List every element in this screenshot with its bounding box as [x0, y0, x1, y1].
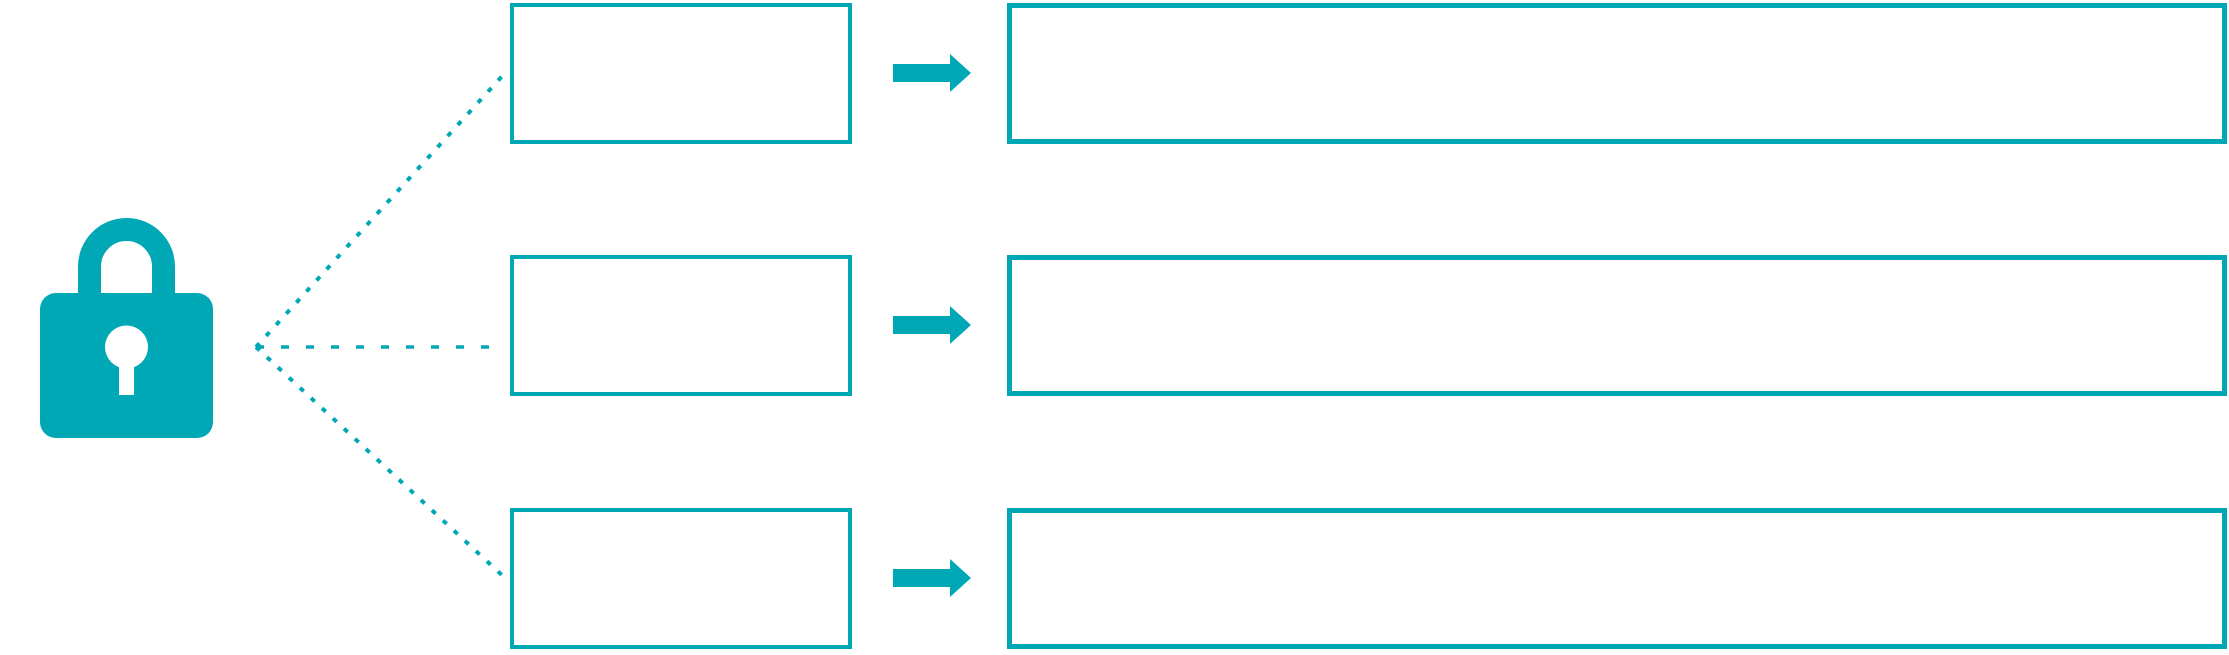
connector-line-top — [254, 71, 507, 349]
definition-box-1 — [1007, 3, 2227, 144]
padlock-icon — [40, 218, 213, 438]
keyhole — [105, 325, 148, 369]
term-box-3 — [510, 508, 852, 649]
right-arrow-icon — [893, 54, 971, 92]
term-box-2 — [510, 255, 852, 396]
connector-line-bottom — [254, 345, 507, 580]
right-arrow-icon — [893, 306, 971, 344]
term-box-1 — [510, 3, 852, 144]
keyhole-stem — [119, 345, 134, 395]
definition-box-2 — [1007, 255, 2227, 396]
definition-box-3 — [1007, 508, 2227, 649]
right-arrow-icon — [893, 559, 971, 597]
